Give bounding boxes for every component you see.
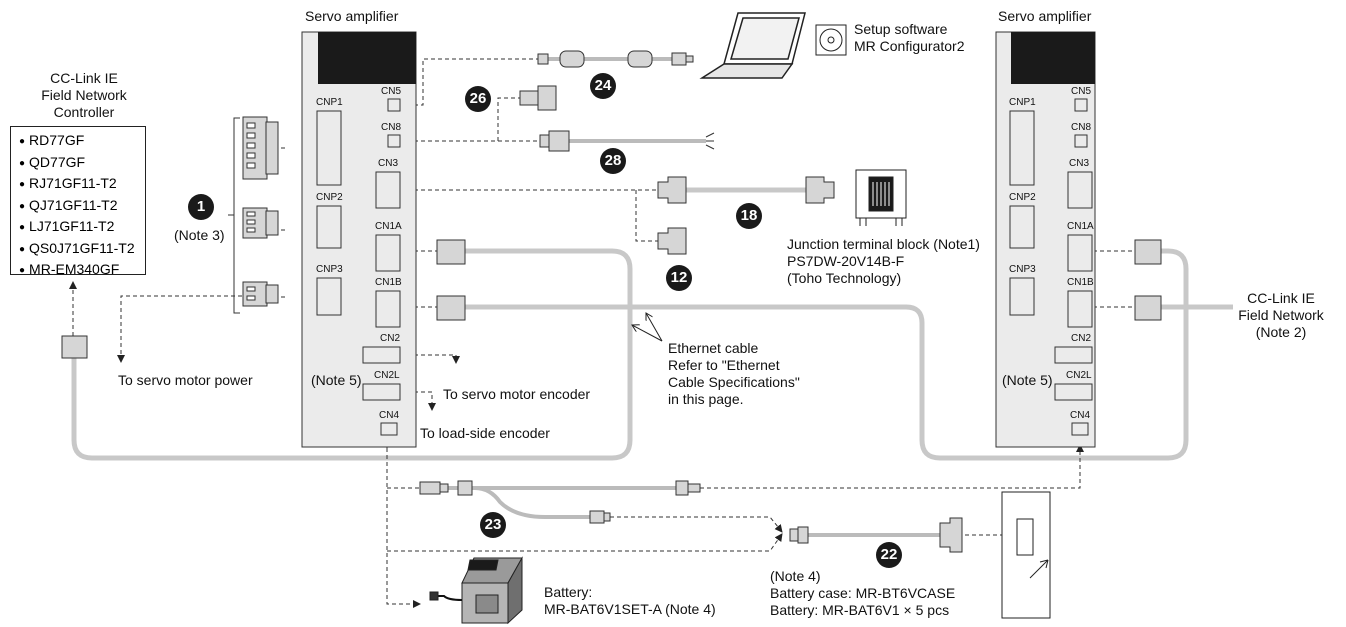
controller-title-line3: Controller [53,104,115,120]
note5-right-label: (Note 5) [1002,372,1053,388]
junction-line3: (Toho Technology) [787,270,902,286]
callout-26: 26 [465,86,491,112]
port-cnp1-left: CNP1 [316,97,343,108]
setup-software-line2: MR Configurator2 [854,38,965,54]
port-cn1b-right: CN1B [1067,277,1094,288]
controller-item: QJ71GF11-T2 [19,196,145,218]
port-cnp2-right: CNP2 [1009,192,1036,203]
ethernet-line2: Refer to "Ethernet [668,357,780,373]
battery-case-line3: Battery: MR-BAT6V1 × 5 pcs [770,602,950,618]
ccl-network-line3: (Note 2) [1255,324,1307,340]
controller-title: CC-Link IE Field Network Controller [24,70,144,121]
port-cnp3-right: CNP3 [1009,264,1036,275]
battery-case-cable [789,517,963,553]
note5-left-label: (Note 5) [311,372,362,388]
port-cn4-left: CN4 [379,410,400,421]
battery-case-line1: (Note 4) [770,568,821,584]
ethernet-callout-arrows [632,313,663,342]
signal-cable [539,130,715,152]
servo-amp-left-label: Servo amplifier [305,8,399,24]
port-cn5-right: CN5 [1071,86,1092,97]
ethernet-line4: in this page. [668,391,744,407]
setup-software-label: Setup software MR Configurator2 [854,21,965,55]
junction-terminal-label: Junction terminal block (Note1) PS7DW-20… [787,236,980,287]
controller-title-line2: Field Network [41,87,127,103]
port-cn2-left: CN2 [380,333,401,344]
port-cn1a-left: CN1A [375,221,402,232]
note3-label: (Note 3) [174,227,225,243]
battery-cable [419,480,701,524]
ccl-network-line2: Field Network [1238,307,1324,323]
controller-item: RD77GF [19,131,145,153]
callout-18: 18 [736,203,762,229]
usb-cable [537,50,694,68]
port-cnp1-right: CNP1 [1009,97,1036,108]
cd-icon [815,24,847,56]
controller-item: QS0J71GF11-T2 [19,239,145,261]
junction-line2: PS7DW-20V14B-F [787,253,905,269]
battery-case-line2: Battery case: MR-BT6VCASE [770,585,956,601]
battery-icon [429,556,523,625]
controller-item: LJ71GF11-T2 [19,217,145,239]
to-load-encoder-label: To load-side encoder [420,425,550,441]
port-cn3-left: CN3 [378,158,399,169]
to-servo-encoder-label: To servo motor encoder [443,386,591,402]
battery-left-label: Battery: MR-BAT6V1SET-A (Note 4) [544,584,716,618]
callout-28: 28 [600,148,626,174]
callout-23: 23 [480,512,506,538]
junction-terminal-block [855,169,907,226]
battery-left-line1: Battery: [544,584,593,600]
callout-24: 24 [590,73,616,99]
port-cn2l-right: CN2L [1066,370,1092,381]
port-cn1a-right: CN1A [1067,221,1094,232]
port-cn3-right: CN3 [1069,158,1090,169]
port-cn8-left: CN8 [381,122,402,133]
port-cn5-left: CN5 [381,86,402,97]
controller-item: MR-EM340GF [19,260,145,282]
junction-line1: Junction terminal block (Note1) [787,236,980,252]
ethernet-line3: Cable Specifications" [668,374,800,390]
battery-case [1001,491,1051,619]
ethernet-connectors [61,239,1162,359]
controller-item: RJ71GF11-T2 [19,174,145,196]
callout-1: 1 [188,194,214,220]
junction-cable [657,176,835,255]
ccl-network-line1: CC-Link IE [1247,290,1315,306]
port-cnp3-left: CNP3 [316,264,343,275]
ethernet-cable-label: Ethernet cable Refer to "Ethernet Cable … [668,340,800,408]
ethernet-line1: Ethernet cable [668,340,759,356]
controller-item: QD77GF [19,153,145,175]
port-cn2l-left: CN2L [374,370,400,381]
controller-list: RD77GF QD77GF RJ71GF11-T2 QJ71GF11-T2 LJ… [10,126,146,277]
callout-22: 22 [876,542,902,568]
ethernet-cables [71,248,1233,461]
port-cn1b-left: CN1B [375,277,402,288]
to-servo-power-label: To servo motor power [118,372,253,388]
callout-12: 12 [666,265,692,291]
setup-software-line1: Setup software [854,21,948,37]
ccl-network-label: CC-Link IE Field Network (Note 2) [1226,290,1336,341]
servo-amplifier-right [995,31,1096,448]
servo-amplifier-left [301,31,417,448]
port-cn2-right: CN2 [1071,333,1092,344]
laptop-icon [699,12,806,79]
servo-amp-right-label: Servo amplifier [998,8,1092,24]
short-circuit-connector [519,85,557,111]
port-cn4-right: CN4 [1070,410,1091,421]
battery-case-label: (Note 4) Battery case: MR-BT6VCASE Batte… [770,568,955,619]
controller-title-line1: CC-Link IE [50,70,118,86]
port-cnp2-left: CNP2 [316,192,343,203]
battery-left-line2: MR-BAT6V1SET-A (Note 4) [544,601,716,617]
power-connectors [228,116,279,314]
port-cn8-right: CN8 [1071,122,1092,133]
